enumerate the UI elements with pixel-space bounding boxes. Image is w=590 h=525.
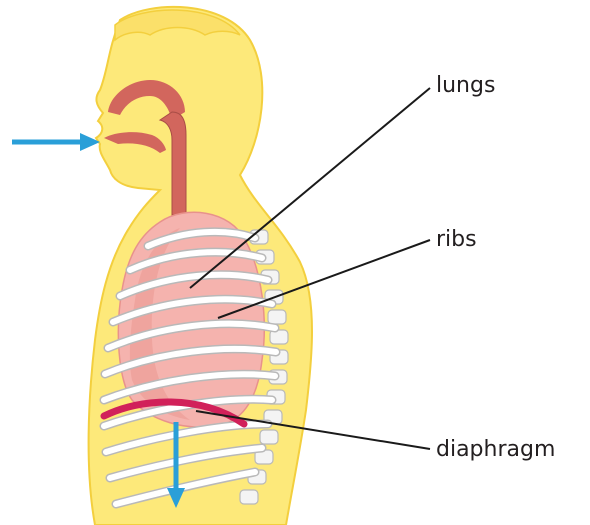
label-diaphragm: diaphragm (436, 437, 555, 462)
vertebra (268, 310, 286, 324)
vertebra (240, 490, 258, 504)
vertebra (260, 430, 278, 444)
label-ribs: ribs (436, 227, 477, 252)
label-lungs: lungs (436, 73, 495, 98)
arrow-right-icon (12, 133, 100, 151)
